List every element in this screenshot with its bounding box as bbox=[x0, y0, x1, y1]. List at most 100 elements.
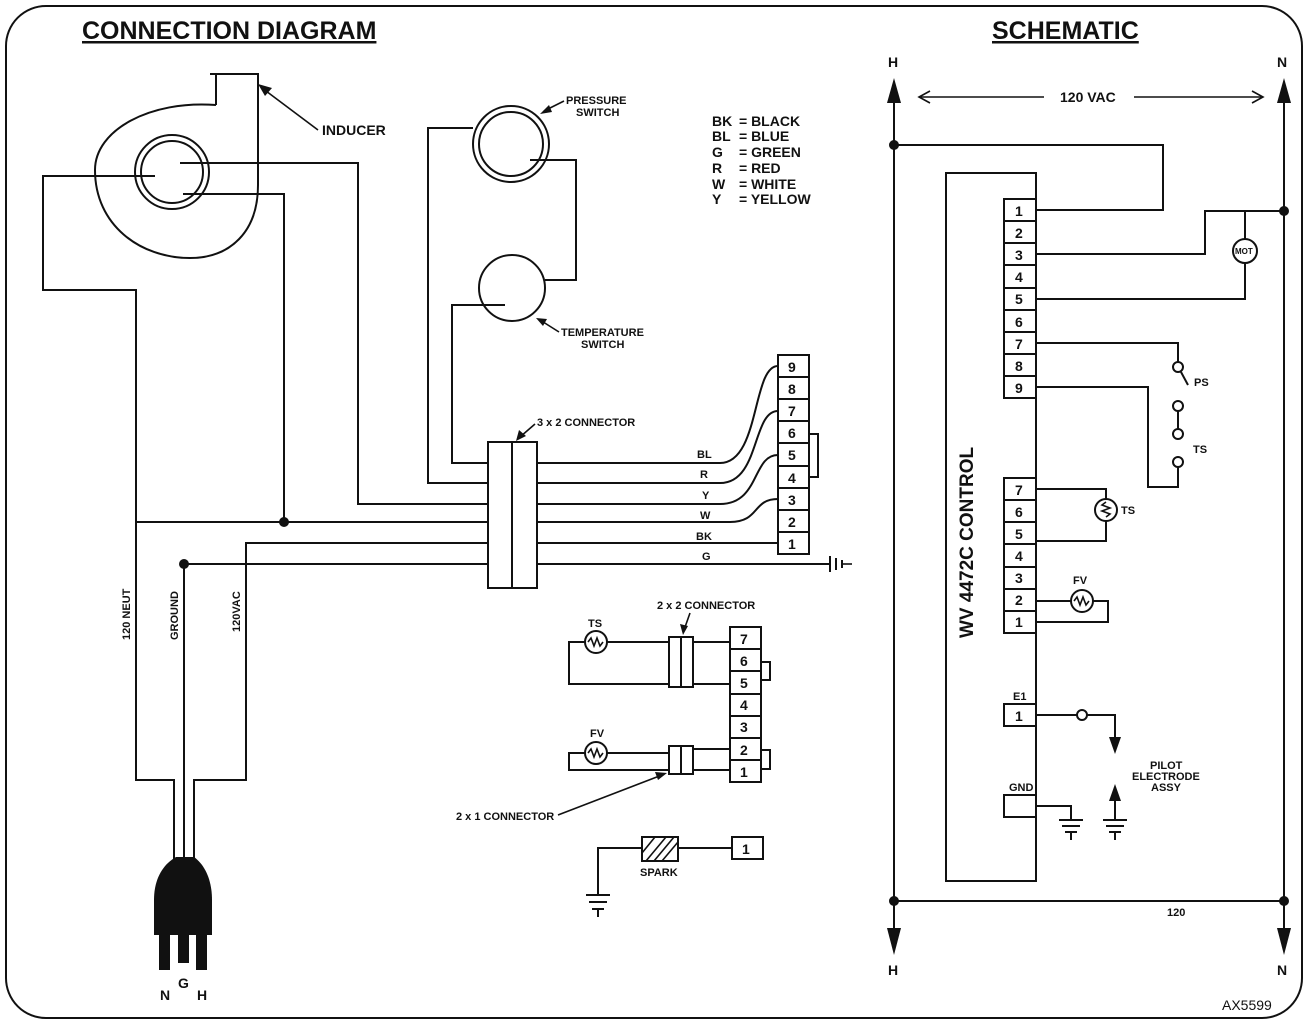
fv-label-left: FV bbox=[590, 728, 605, 740]
s-lo-4: 4 bbox=[1015, 548, 1023, 564]
svg-text:W: W bbox=[712, 176, 726, 192]
spark-terminal bbox=[731, 836, 764, 860]
temperature-switch-label-2: SWITCH bbox=[581, 339, 624, 351]
ts-thermistor-label: TS bbox=[1121, 505, 1135, 517]
svg-text:Y: Y bbox=[712, 191, 722, 207]
pilot-electrode-arrow-down bbox=[1109, 737, 1121, 754]
wire-label-bk: BK bbox=[696, 531, 712, 543]
connector-2x2-label: 2 x 2 CONNECTOR bbox=[657, 600, 755, 612]
t9-7: 7 bbox=[788, 403, 796, 419]
s-up-3: 3 bbox=[1015, 247, 1023, 263]
e1-terminal-label: 1 bbox=[1015, 708, 1023, 724]
schematic-upper-terminals bbox=[1003, 198, 1037, 399]
gnd-label: GND bbox=[1009, 782, 1034, 794]
t9-6: 6 bbox=[788, 425, 796, 441]
t7-2: 2 bbox=[740, 742, 748, 758]
s-lo-6: 6 bbox=[1015, 504, 1023, 520]
pressure-switch-label-1: PRESSURE bbox=[566, 95, 627, 107]
svg-text:BL: BL bbox=[712, 128, 731, 144]
e1-label: E1 bbox=[1013, 691, 1026, 703]
t9-5: 5 bbox=[788, 447, 796, 463]
label-120vac: 120VAC bbox=[231, 591, 243, 632]
spark-label: SPARK bbox=[640, 867, 678, 879]
connector-2x1-label: 2 x 1 CONNECTOR bbox=[456, 811, 554, 823]
s-lo-7: 7 bbox=[1015, 482, 1023, 498]
pressure-switch bbox=[472, 105, 550, 183]
wire-label-g: G bbox=[702, 551, 711, 563]
schematic-title: SCHEMATIC bbox=[992, 17, 1139, 45]
svg-text:= BLUE: = BLUE bbox=[739, 128, 789, 144]
n-top-label: N bbox=[1277, 54, 1287, 70]
t7-4: 4 bbox=[740, 697, 748, 713]
t9-8: 8 bbox=[788, 381, 796, 397]
t9-2: 2 bbox=[788, 514, 796, 530]
control-label: WV 4472C CONTROL bbox=[957, 447, 978, 638]
s-up-9: 9 bbox=[1015, 380, 1023, 396]
svg-text:= RED: = RED bbox=[739, 160, 781, 176]
h-top-label: H bbox=[888, 54, 898, 70]
wire-label-y: Y bbox=[702, 490, 710, 502]
inducer-blower bbox=[93, 73, 259, 260]
s-up-5: 5 bbox=[1015, 291, 1023, 307]
temperature-switch-label-1: TEMPERATURE bbox=[561, 327, 644, 339]
label-120-neut: 120 NEUT bbox=[121, 588, 133, 640]
ts-switch-label: TS bbox=[1193, 444, 1207, 456]
spark-terminal-label: 1 bbox=[742, 841, 750, 857]
t7-6: 6 bbox=[740, 653, 748, 669]
wire-label-w: W bbox=[700, 510, 711, 522]
plug-pin-n: N bbox=[160, 987, 170, 1003]
t9-1: 1 bbox=[788, 536, 796, 552]
chassis-ground-icon bbox=[829, 556, 852, 572]
svg-text:G: G bbox=[712, 144, 723, 160]
t9-9: 9 bbox=[788, 359, 796, 375]
svg-text:= BLACK: = BLACK bbox=[739, 113, 800, 129]
bottom-120-label: 120 bbox=[1167, 907, 1185, 919]
color-legend: BK = BLACK BL = BLUE G = GREEN R = RED W = WH… bbox=[712, 113, 811, 207]
terminal-block-7 bbox=[729, 626, 771, 783]
s-up-4: 4 bbox=[1015, 269, 1023, 285]
pressure-switch-label-2: SWITCH bbox=[576, 107, 619, 119]
power-plug bbox=[154, 857, 212, 970]
connector-2x2 bbox=[668, 636, 694, 688]
plug-pin-g: G bbox=[178, 975, 189, 991]
svg-text:= YELLOW: = YELLOW bbox=[739, 191, 811, 207]
connector-2x1 bbox=[668, 745, 694, 775]
terminal-block-9 bbox=[777, 354, 819, 555]
svg-text:R: R bbox=[712, 160, 722, 176]
spark-ground-icon bbox=[586, 894, 610, 917]
pilot-label-3: ASSY bbox=[1151, 782, 1182, 794]
schematic-lower-terminals bbox=[1003, 477, 1037, 634]
label-ground: GROUND bbox=[169, 591, 181, 640]
t9-3: 3 bbox=[788, 492, 796, 508]
svg-text:BK: BK bbox=[712, 113, 732, 129]
pilot-label-1: PILOT bbox=[1150, 760, 1183, 772]
s-up-2: 2 bbox=[1015, 225, 1023, 241]
s-up-6: 6 bbox=[1015, 314, 1023, 330]
s-lo-2: 2 bbox=[1015, 592, 1023, 608]
plug-pin-h: H bbox=[197, 987, 207, 1003]
s-lo-5: 5 bbox=[1015, 526, 1023, 542]
connector-3x2 bbox=[487, 441, 538, 589]
s-lo-1: 1 bbox=[1015, 614, 1023, 630]
ps-label: PS bbox=[1194, 377, 1209, 389]
temperature-switch bbox=[478, 254, 546, 322]
h-bottom-label: H bbox=[888, 962, 898, 978]
s-up-1: 1 bbox=[1015, 203, 1023, 219]
fv-schematic-label: FV bbox=[1073, 575, 1088, 587]
wire-label-bl: BL bbox=[697, 449, 712, 461]
svg-text:= WHITE: = WHITE bbox=[739, 176, 796, 192]
voltage-label: 120 VAC bbox=[1060, 89, 1116, 105]
pilot-label-2: ELECTRODE bbox=[1132, 771, 1200, 783]
mot-label: MOT bbox=[1235, 247, 1253, 256]
figure-id: AX5599 bbox=[1222, 997, 1272, 1013]
t7-5: 5 bbox=[740, 675, 748, 691]
t9-4: 4 bbox=[788, 470, 796, 486]
connector-3x2-label: 3 x 2 CONNECTOR bbox=[537, 417, 635, 429]
pilot-ground-icon bbox=[1103, 819, 1127, 840]
svg-text:= GREEN: = GREEN bbox=[739, 144, 801, 160]
ts-label-left: TS bbox=[588, 618, 602, 630]
gnd-ground-icon bbox=[1059, 819, 1083, 840]
s-up-8: 8 bbox=[1015, 358, 1023, 374]
n-bottom-label: N bbox=[1277, 962, 1287, 978]
connection-diagram-title: CONNECTION DIAGRAM bbox=[82, 17, 376, 45]
